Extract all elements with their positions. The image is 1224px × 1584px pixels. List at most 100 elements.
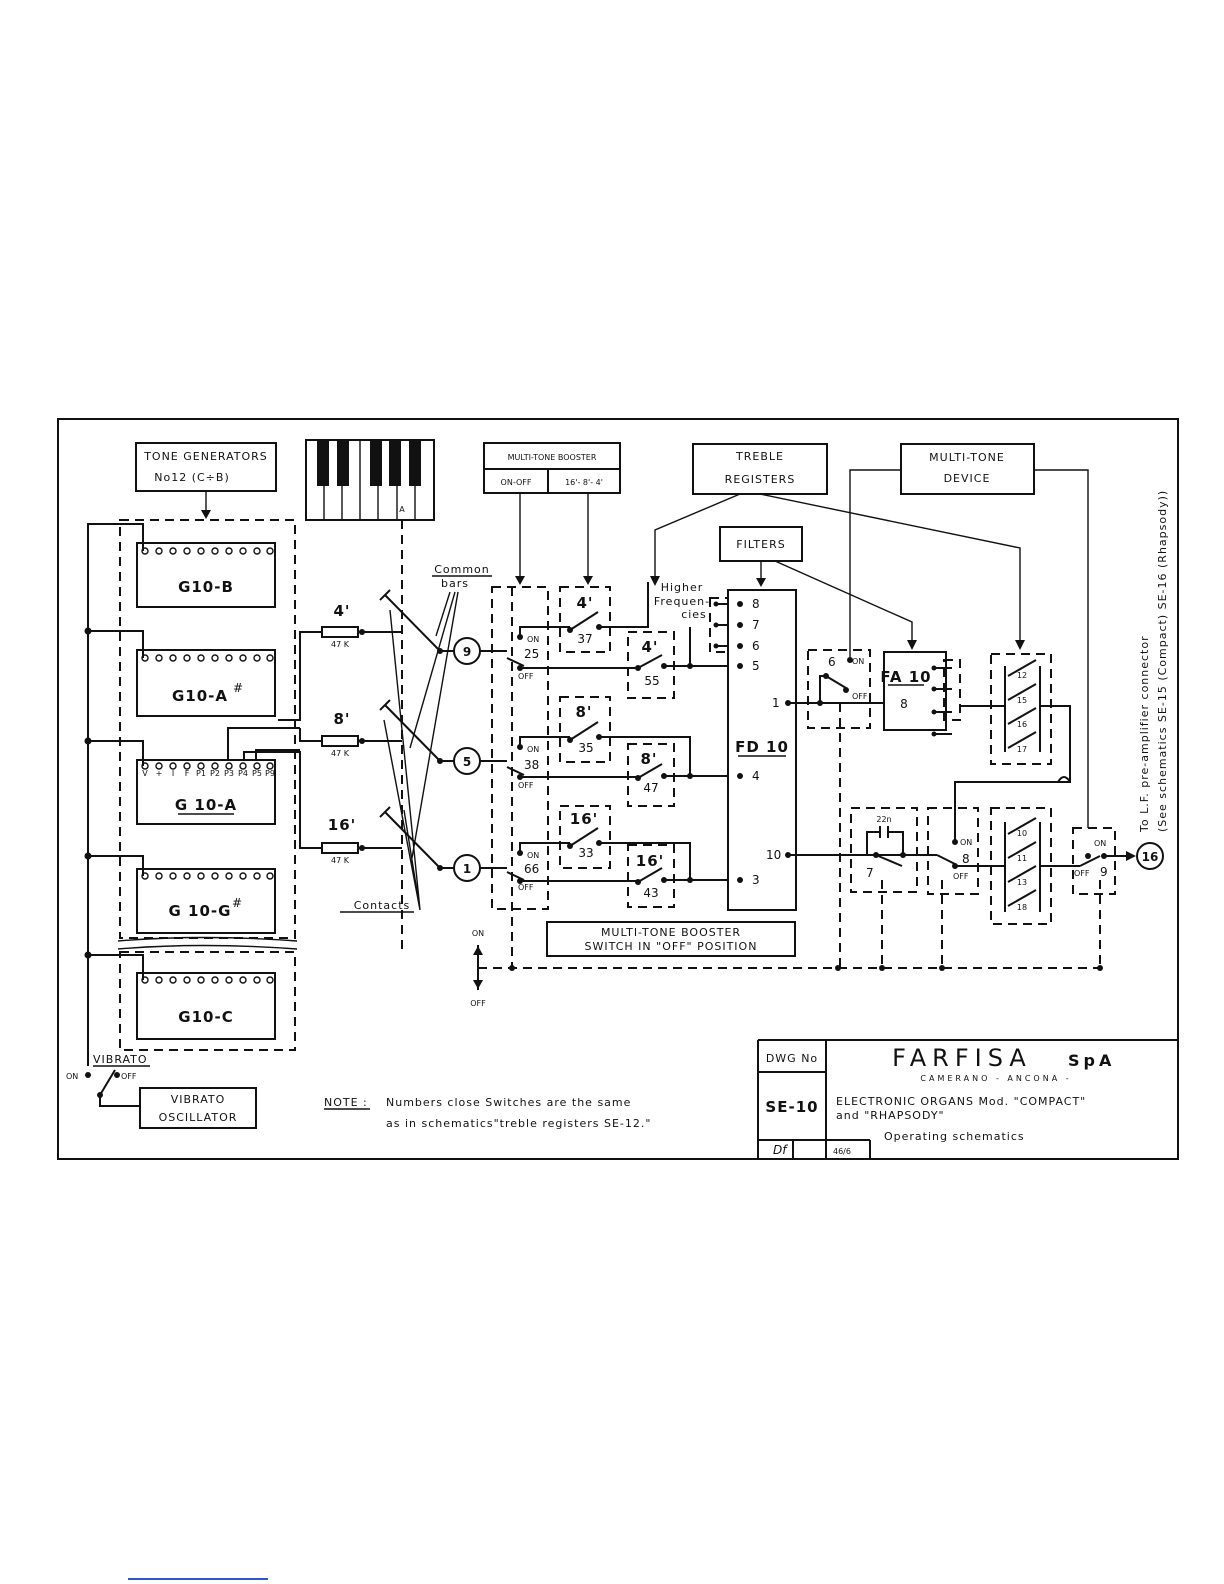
- svg-text:Common: Common: [434, 563, 490, 576]
- generator-g10-b: G10-B: [136, 542, 276, 608]
- svg-text:To L.F. pre-amplifier connecto: To L.F. pre-amplifier connector: [1138, 635, 1151, 833]
- svg-text:FD 10: FD 10: [735, 738, 789, 756]
- svg-text:47 K: 47 K: [331, 640, 350, 649]
- bottom-rule: [128, 1578, 268, 1580]
- svg-text:SE-10: SE-10: [765, 1098, 818, 1116]
- svg-text:12: 12: [1017, 671, 1027, 680]
- svg-text:Operating schematics: Operating schematics: [884, 1130, 1025, 1143]
- svg-text:G 10-G: G 10-G: [169, 902, 232, 920]
- svg-text:25: 25: [524, 647, 539, 661]
- svg-text:6: 6: [828, 655, 836, 669]
- svg-text:47 K: 47 K: [331, 749, 350, 758]
- svg-text:ELECTRONIC ORGANS Mod. "COMP: ELECTRONIC ORGANS Mod. "COMPACT": [836, 1095, 1086, 1108]
- svg-text:47 K: 47 K: [331, 856, 350, 865]
- svg-text:OFF: OFF: [518, 672, 534, 681]
- svg-text:P9: P9: [265, 769, 275, 778]
- svg-text:8: 8: [752, 597, 760, 611]
- svg-text:9: 9: [1100, 865, 1108, 879]
- svg-text:P4: P4: [238, 769, 248, 778]
- multi-tone-booster-header: MULTI-TONE BOOSTER ON-OFF 16'- 8'- 4': [483, 442, 621, 585]
- svg-text:33: 33: [578, 846, 593, 860]
- output-node-16: [1136, 842, 1164, 870]
- note: NOTE : Numbers close Switches are the sa…: [324, 1096, 651, 1130]
- svg-text:CAMERANO - ANCONA -: CAMERANO - ANCONA -: [920, 1074, 1071, 1083]
- switch-7: 22n 7: [850, 807, 918, 968]
- svg-text:OFF: OFF: [518, 883, 534, 892]
- vibrato-bus: [84, 523, 144, 1066]
- drawing-frame: [57, 418, 1179, 1160]
- svg-text:15: 15: [1017, 696, 1027, 705]
- generator-g10-c: G10-C: [136, 972, 276, 1040]
- svg-text:TREBLE: TREBLE: [735, 450, 784, 463]
- svg-text:A: A: [399, 505, 405, 514]
- svg-text:#: #: [232, 896, 242, 910]
- svg-text:46/6: 46/6: [833, 1147, 851, 1156]
- svg-text:4': 4': [333, 602, 350, 620]
- svg-text:8': 8': [575, 703, 592, 721]
- svg-text:VIBRATO: VIBRATO: [171, 1093, 226, 1106]
- fa10-board: FA 10 8: [880, 651, 1005, 737]
- generator-g10-g-sharp: G 10-G #: [136, 868, 276, 934]
- svg-text:10: 10: [1017, 829, 1027, 838]
- svg-text:22n: 22n: [876, 815, 891, 824]
- svg-text:5: 5: [463, 755, 471, 769]
- svg-text:OFF: OFF: [852, 692, 868, 701]
- svg-text:6: 6: [752, 639, 760, 653]
- svg-text:ON-OFF: ON-OFF: [501, 478, 532, 487]
- generator-g10-a-sharp: G10-A #: [136, 649, 276, 717]
- svg-text:+: +: [156, 769, 163, 778]
- svg-text:16': 16': [570, 810, 598, 828]
- tone-generators-count: No12 (C÷B): [154, 471, 229, 484]
- svg-text:ON: ON: [66, 1072, 78, 1081]
- svg-text:16'- 8'- 4': 16'- 8'- 4': [565, 478, 603, 487]
- svg-text:DWG No: DWG No: [766, 1052, 818, 1065]
- svg-text:FA 10: FA 10: [880, 668, 931, 686]
- svg-text:1: 1: [772, 696, 780, 710]
- svg-text:18: 18: [1017, 903, 1027, 912]
- fd10-board: FD 10 8 7 6 5 1 4 10 3: [727, 589, 797, 911]
- svg-text:ON: ON: [1094, 839, 1106, 848]
- svg-text:47: 47: [643, 781, 658, 795]
- svg-text:OFF: OFF: [121, 1072, 137, 1081]
- svg-text:SpA: SpA: [1068, 1051, 1115, 1070]
- svg-text:(See schematics SE-15 (Compact: (See schematics SE-15 (Compact) SE-16 (R…: [1156, 490, 1169, 832]
- svg-text:OSCILLATOR: OSCILLATOR: [159, 1111, 238, 1124]
- svg-text:4: 4: [752, 769, 760, 783]
- svg-text:I: I: [172, 769, 174, 778]
- filters-box: FILTERS: [719, 526, 917, 650]
- svg-text:Higher: Higher: [661, 581, 704, 594]
- svg-text:MULTI-TONE BOOSTER: MULTI-TONE BOOSTER: [508, 453, 597, 462]
- svg-text:Frequen-: Frequen-: [654, 595, 710, 608]
- svg-text:11: 11: [1017, 854, 1027, 863]
- svg-text:OFF: OFF: [1074, 869, 1090, 878]
- svg-text:SWITCH IN "OFF" POSITION: SWITCH IN "OFF" POSITION: [585, 940, 758, 953]
- tone-generators-title: TONE GENERATORS: [143, 450, 268, 463]
- svg-text:bars: bars: [441, 577, 469, 590]
- company-name: FARFISA: [892, 1044, 1032, 1072]
- tone-generators-block: TONE GENERATORS No12 (C÷B): [117, 442, 298, 1051]
- svg-text:MULTI-TONE BOOSTER: MULTI-TONE BOOSTER: [601, 926, 741, 939]
- svg-text:Contacts: Contacts: [354, 899, 411, 912]
- svg-text:7: 7: [866, 866, 874, 880]
- svg-text:VIBRATO: VIBRATO: [93, 1053, 148, 1066]
- svg-text:as in schematics"treble regist: as in schematics"treble registers SE-12.…: [386, 1117, 651, 1130]
- svg-text:7: 7: [752, 618, 760, 632]
- svg-text:P3: P3: [224, 769, 234, 778]
- footage-section: Common bars Contacts 4' 47 K 9 8' 47 K 5: [227, 563, 492, 913]
- svg-text:5: 5: [752, 659, 760, 673]
- vibrato-switch: VIBRATO ON OFF: [66, 1053, 150, 1107]
- keyboard: A: [305, 439, 435, 950]
- side-note: To L.F. pre-amplifier connector (See sch…: [1138, 490, 1169, 833]
- svg-text:ON: ON: [472, 929, 484, 938]
- svg-text:38: 38: [524, 758, 539, 772]
- svg-text:Numbers close Switches are the: Numbers close Switches are the same: [386, 1096, 631, 1109]
- svg-text:16': 16': [636, 852, 664, 870]
- svg-text:MULTI-TONE: MULTI-TONE: [929, 451, 1005, 464]
- svg-text:8: 8: [900, 697, 908, 711]
- svg-text:OFF: OFF: [518, 781, 534, 790]
- svg-text:4': 4': [576, 594, 593, 612]
- svg-text:43: 43: [643, 886, 658, 900]
- svg-text:F: F: [185, 769, 190, 778]
